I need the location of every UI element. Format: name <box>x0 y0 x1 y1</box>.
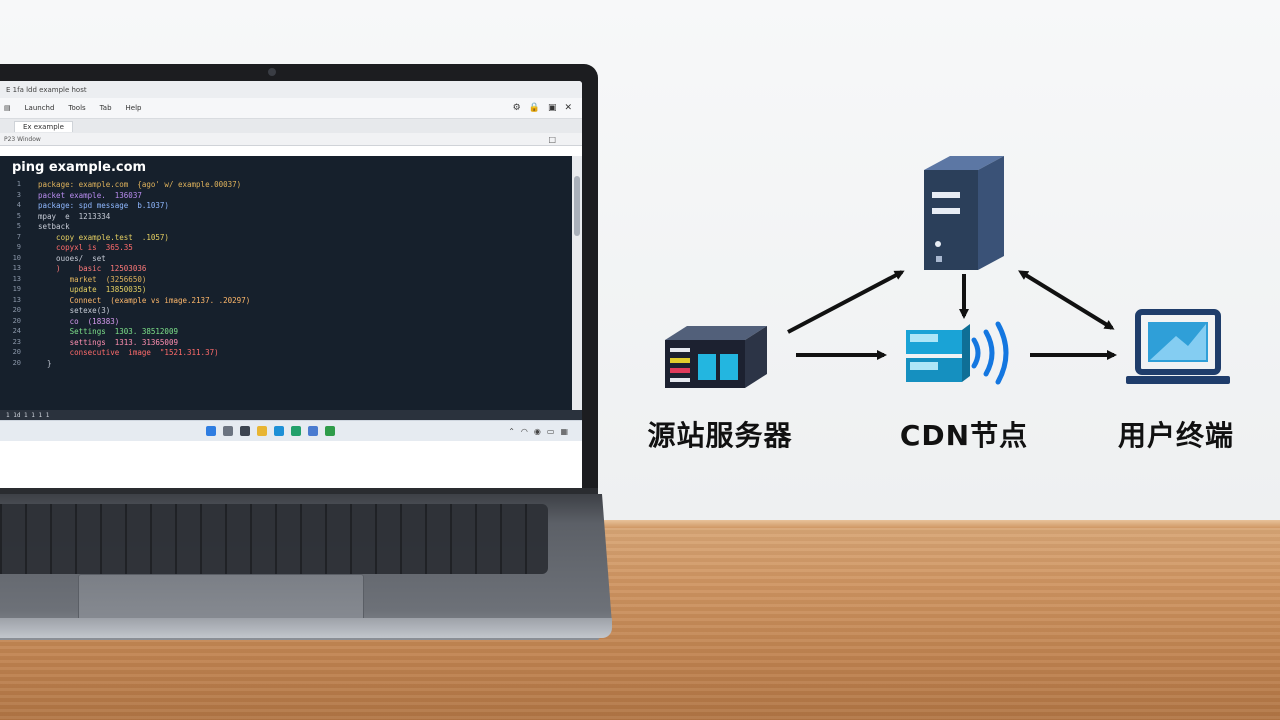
line-number: 19 <box>12 285 21 293</box>
notification-icon[interactable]: ▦ <box>560 426 568 436</box>
status-bar: 1 1d 1 1 1 1 <box>0 410 582 420</box>
code-line: Settings 1303. 38512009 <box>38 327 178 336</box>
start-icon[interactable] <box>206 426 216 436</box>
label-cdn-node: CDN节点 <box>899 419 1029 452</box>
code-line: co (18383) <box>38 316 120 326</box>
label-origin-server: 源站服务器 <box>647 419 793 452</box>
laptop-hinge <box>0 488 598 498</box>
close-icon[interactable]: ✕ <box>564 103 572 113</box>
signal-wave <box>983 329 995 377</box>
line-number: 7 <box>16 232 21 241</box>
line-number: 20 <box>12 348 21 356</box>
table-edge <box>0 520 1280 528</box>
toolbar-item-launchd[interactable]: Launchd <box>24 104 55 112</box>
settings-icon[interactable]: ⚙ <box>512 103 521 113</box>
code-line: ouoes/ set <box>38 253 106 263</box>
code-line: copyxl is 365.35 <box>38 243 133 252</box>
sub-window-title: P23 Window <box>4 135 41 143</box>
line-number: 5 <box>16 211 21 220</box>
app-toolbar: ▤ Launchd Tools Tab Help ⚙ 🔒 ▣ ✕ <box>0 98 582 119</box>
status-text: 1 1d 1 1 1 1 <box>6 411 50 419</box>
code-line: packet example. 136037 <box>38 190 142 200</box>
code-line: } <box>38 358 52 368</box>
code-area[interactable]: package: example.com {ago' w/ example.00… <box>38 180 250 369</box>
signal-wave <box>995 321 1009 385</box>
window-titlebar: E 1fa ldd example host <box>0 81 582 98</box>
code-line: copy example.test .1057) <box>38 232 169 242</box>
arrow-server-user-bidirectional <box>1018 270 1115 330</box>
code-line: settings 1313. 31365009 <box>38 337 178 347</box>
chat-icon[interactable] <box>291 426 301 436</box>
code-line: package: example.com {ago' w/ example.00… <box>38 180 242 189</box>
menu-icon[interactable]: ▤ <box>4 104 11 112</box>
line-number: 3 <box>16 190 21 199</box>
touchpad <box>78 574 364 622</box>
code-line: mpay e 1213334 <box>38 211 111 221</box>
taskbar: ⌃ ◠ ◉ ▭ ▦ <box>0 420 582 441</box>
line-number: 24 <box>12 327 21 335</box>
cdn-network-diagram <box>665 156 1230 388</box>
line-number: 20 <box>12 306 21 314</box>
webcam-icon <box>268 68 276 76</box>
cdn-node-icon <box>906 321 1009 385</box>
task-view-icon[interactable] <box>240 426 250 436</box>
code-line: consecutive image "1521.311.37) <box>38 348 219 357</box>
search-icon[interactable] <box>223 426 233 436</box>
line-number: 20 <box>12 316 21 325</box>
label-user-terminal: 用户终端 <box>1117 419 1234 452</box>
arrow-origin-to-server <box>787 270 905 334</box>
line-number: 13 <box>12 274 21 283</box>
edge-icon[interactable] <box>274 426 284 436</box>
code-line: setexe(3) <box>38 306 111 315</box>
image-icon[interactable]: ▣ <box>547 103 557 113</box>
line-number: 13 <box>12 264 21 272</box>
code-line: Connect (example vs image.2137. .20297) <box>38 295 251 305</box>
toolbar-item-tools[interactable]: Tools <box>68 104 86 112</box>
code-line: ) basic 12503036 <box>38 264 147 273</box>
battery-icon[interactable]: ▭ <box>546 426 555 436</box>
signal-wave <box>971 337 981 369</box>
line-number: 23 <box>12 337 21 346</box>
toolbar-item-tab[interactable]: Tab <box>99 104 112 112</box>
server-rack-icon <box>665 326 767 388</box>
chevron-up-icon[interactable]: ⌃ <box>508 426 515 436</box>
laptop-lid: E 1fa ldd example host ▤ Launchd Tools T… <box>0 64 598 503</box>
store-icon[interactable] <box>308 426 318 436</box>
line-number: 1 <box>16 180 21 188</box>
code-line: update 13850035) <box>38 285 147 294</box>
line-number: 4 <box>16 201 21 209</box>
tab-example[interactable]: Ex example <box>14 120 73 132</box>
line-number: 5 <box>16 222 21 230</box>
maximize-icon[interactable]: □ <box>548 134 556 144</box>
terminal-icon[interactable] <box>325 426 335 436</box>
line-number: 9 <box>16 243 21 251</box>
laptop-base-lip <box>0 618 612 638</box>
folder-icon[interactable] <box>257 426 267 436</box>
line-number: 10 <box>12 253 21 262</box>
server-tower-icon <box>924 156 1004 270</box>
laptop-screen: E 1fa ldd example host ▤ Launchd Tools T… <box>0 81 582 503</box>
line-number: 13 <box>12 295 21 304</box>
toolbar-item-help[interactable]: Help <box>125 104 142 112</box>
vertical-scrollbar[interactable] <box>572 156 582 410</box>
volume-icon[interactable]: ◉ <box>533 426 541 436</box>
code-line: package: spd message b.1037) <box>38 201 169 210</box>
editor-title: ping example.com <box>12 160 147 175</box>
code-line: setback <box>38 222 70 231</box>
monitor-icon <box>1126 309 1230 384</box>
sub-window-bar: P23 Window □ <box>0 133 582 146</box>
code-line: market (3256650) <box>38 274 147 284</box>
lock-icon[interactable]: 🔒 <box>528 103 540 113</box>
keyboard <box>0 504 548 574</box>
line-number: 20 <box>12 358 21 367</box>
tab-bar: Ex example <box>0 119 582 133</box>
wifi-icon[interactable]: ◠ <box>520 426 528 436</box>
window-title: E 1fa ldd example host <box>6 85 87 94</box>
scrollbar-thumb[interactable] <box>574 176 580 236</box>
